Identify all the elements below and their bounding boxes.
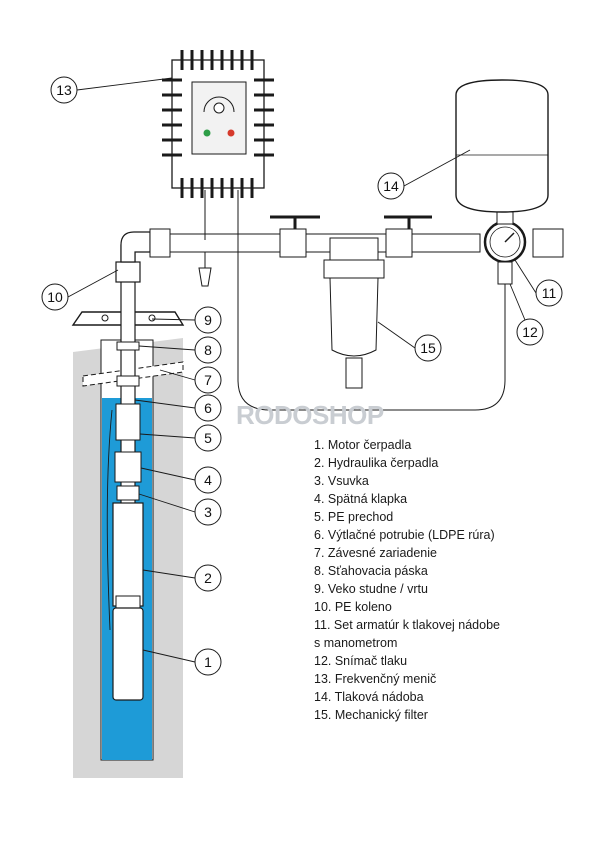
callout-8: 8: [204, 342, 212, 358]
cooling-fins: [162, 50, 274, 198]
legend-item: 10. PE koleno: [314, 600, 392, 614]
callout-circles: [41, 76, 563, 676]
power-plug: [198, 252, 212, 287]
filter-ring: [323, 259, 385, 279]
parts-legend: 1. Motor čerpadla 2. Hydraulika čerpadla…: [314, 436, 594, 724]
legend-item: 12. Snímač tlaku: [314, 654, 408, 668]
pressure-sensor: [497, 261, 513, 285]
ball-valve-1: [279, 228, 307, 258]
legend-item: 4. Spätná klapka: [314, 492, 408, 506]
callout-13: 13: [56, 82, 72, 98]
legend-item: 13. Frekvenčný menič: [314, 672, 437, 686]
legend-item: 14. Tlaková nádoba: [314, 690, 424, 704]
filter-bowl: [329, 277, 379, 357]
green-button: [203, 129, 211, 137]
check-valve: [114, 451, 142, 483]
callout-3: 3: [204, 504, 212, 520]
main-pipe-1: [169, 233, 281, 253]
callout-4: 4: [204, 472, 212, 488]
callout-5: 5: [204, 430, 212, 446]
legend-item: 1. Motor čerpadla: [314, 438, 412, 452]
well-cap-bolt-left: [101, 314, 109, 322]
elbow: [120, 231, 151, 263]
pressure-tank: [455, 79, 549, 213]
controller-panel: [191, 81, 247, 155]
legend-item: 2. Hydraulika čerpadla: [314, 456, 439, 470]
callout-15: 15: [420, 340, 436, 356]
power-cable: [106, 409, 113, 631]
controller-knob: [213, 102, 225, 114]
legend-item: 3. Vsuvka: [314, 474, 369, 488]
cable-tie: [116, 341, 140, 351]
valve-handle-2: [384, 215, 432, 229]
valve-handle-1: [270, 215, 320, 229]
coupling-1: [149, 228, 171, 258]
legend-item: 8. Sťahovacia páska: [314, 564, 428, 578]
controller-dial: [203, 96, 235, 113]
main-pipe-3: [411, 233, 481, 253]
manometer-needle: [504, 232, 515, 243]
callout-11: 11: [542, 285, 557, 301]
tank-connector: [496, 211, 514, 225]
callout-12: 12: [522, 324, 538, 340]
legend-item: 5. PE prechod: [314, 510, 394, 524]
callout-6: 6: [204, 400, 212, 416]
ball-valve-2: [385, 228, 413, 258]
sensor-cable: [237, 190, 506, 411]
watermark-text: RODOSHOP: [236, 400, 384, 430]
pe-transition: [115, 403, 141, 441]
red-button: [227, 129, 235, 137]
legend-item: 9. Veko studne / vrtu: [314, 582, 428, 596]
hanging-clamp: [116, 375, 140, 387]
callout-9: 9: [204, 312, 212, 328]
legend-item: 6. Výtlačné potrubie (LDPE rúra): [314, 528, 495, 542]
pump-motor: [112, 607, 144, 701]
outlet-fitting: [532, 228, 564, 258]
filter-head: [329, 237, 379, 261]
pump-hydraulics: [112, 502, 144, 607]
legend-item: 11. Set armatúr k tlakovej nádobe: [314, 618, 500, 632]
callout-14: 14: [383, 178, 399, 194]
callout-2: 2: [204, 570, 212, 586]
legend-item: s manometrom: [314, 636, 398, 650]
pe-elbow-fitting: [115, 261, 141, 283]
legend-item: 15. Mechanický filter: [314, 708, 428, 722]
callout-10: 10: [47, 289, 63, 305]
nipple: [116, 485, 140, 501]
pump-inlet: [115, 595, 141, 609]
filter-drain: [345, 357, 363, 389]
callout-1: 1: [204, 654, 212, 670]
leader-lines: [67, 77, 537, 663]
well-cap-bolt-right: [148, 314, 156, 322]
legend-item: 7. Závesné zariadenie: [314, 546, 437, 560]
callout-7: 7: [204, 372, 212, 388]
